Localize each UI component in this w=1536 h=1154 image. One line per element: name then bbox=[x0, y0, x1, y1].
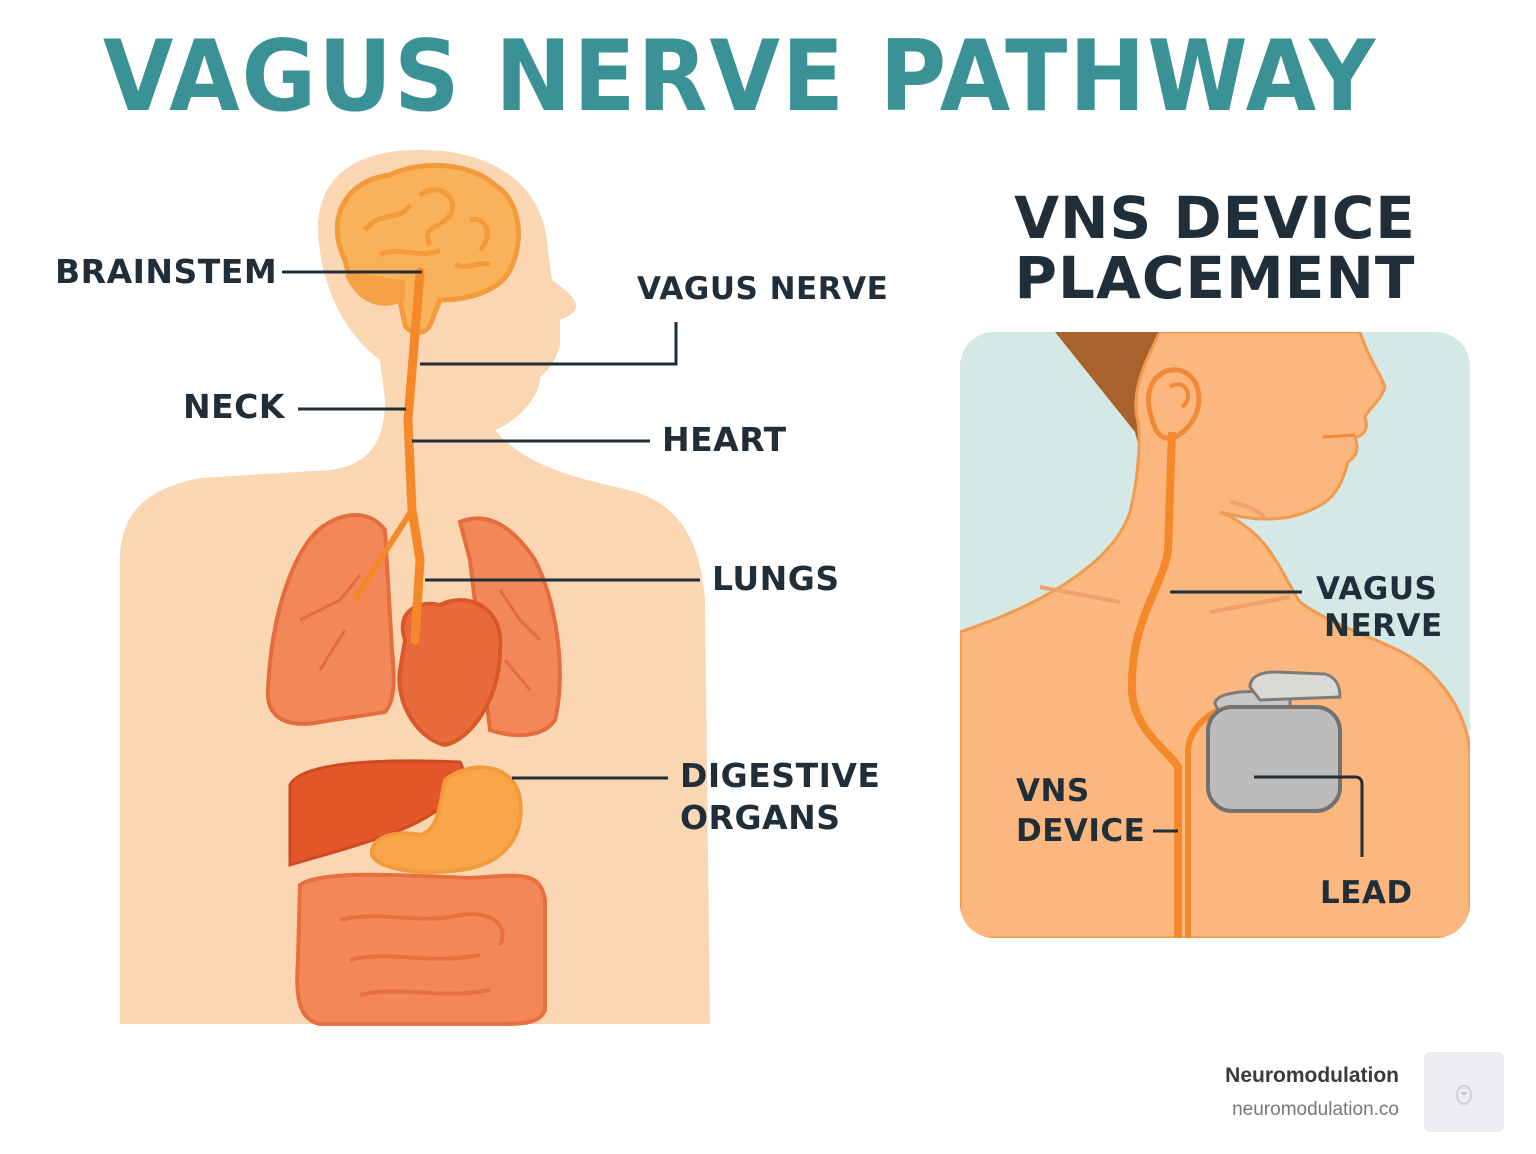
panel-title: VNS DEVICE PLACEMENT bbox=[960, 188, 1470, 308]
label-digestive-line2: ORGANS bbox=[680, 798, 841, 837]
brand-name: Neuromodulation bbox=[1225, 1064, 1399, 1087]
body-anatomy-illustration bbox=[120, 150, 710, 1026]
page-title: VAGUS NERVE PATHWAY bbox=[102, 20, 1378, 134]
label-vns-device-line1: VNS bbox=[1016, 773, 1090, 809]
heart-icon bbox=[397, 598, 503, 748]
label-lungs: LUNGS bbox=[712, 559, 840, 598]
stomach-icon bbox=[370, 765, 523, 874]
panel-title-line1: VNS DEVICE bbox=[1014, 184, 1416, 252]
skin-silhouette bbox=[960, 332, 1470, 938]
vns-placement-illustration bbox=[960, 332, 1470, 938]
label-panel-vagus-line2: NERVE bbox=[1324, 608, 1443, 644]
label-neck: NECK bbox=[183, 387, 285, 426]
label-brainstem: BRAINSTEM bbox=[55, 252, 278, 291]
label-vns-device-line2: DEVICE bbox=[1016, 813, 1146, 849]
panel-leader-lines bbox=[1153, 590, 1364, 857]
vns-device-icon bbox=[1206, 670, 1342, 813]
brand-logo bbox=[1424, 1052, 1504, 1132]
panel-title-line2: PLACEMENT bbox=[1014, 244, 1416, 312]
bear-logo-icon bbox=[1456, 1085, 1472, 1105]
intestines-icon bbox=[295, 872, 547, 1026]
vagus-nerve-line bbox=[1127, 431, 1182, 938]
label-vagus-nerve: VAGUS NERVE bbox=[637, 271, 889, 307]
label-heart: HEART bbox=[662, 420, 787, 459]
brand-url[interactable]: neuromodulation.co bbox=[1232, 1099, 1399, 1120]
label-panel-vagus-line1: VAGUS bbox=[1316, 571, 1438, 607]
label-lead: LEAD bbox=[1320, 875, 1413, 911]
leader-lines bbox=[282, 270, 700, 780]
label-digestive-line1: DIGESTIVE bbox=[680, 756, 881, 795]
brain-icon bbox=[334, 162, 521, 335]
